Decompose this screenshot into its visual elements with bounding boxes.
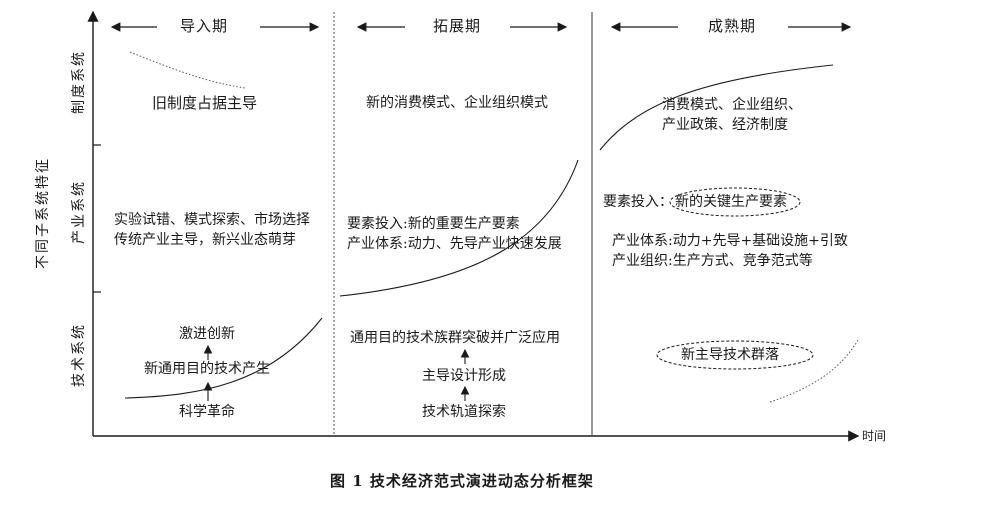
curve-industry-expansion xyxy=(339,159,579,297)
subsystem-label-institution: 制度系统 xyxy=(71,50,87,114)
intro-tech-gpt: 新通用目的技术产生 xyxy=(144,361,270,377)
ellipse-key-factor xyxy=(669,187,801,217)
intro-industry-line1: 实验试错、模式探索、市场选择 xyxy=(114,212,310,228)
mature-factor-key: 新的关键生产要素 xyxy=(675,194,787,210)
expansion-tech-trajectory: 技术轨道探索 xyxy=(422,404,506,420)
intro-industry-line2: 传统产业主导，新兴业态萌芽 xyxy=(114,232,296,248)
intro-tech-science: 科学革命 xyxy=(179,404,235,420)
figure-caption: 图 1 技术经济范式演进动态分析框架 xyxy=(330,472,594,490)
ellipse-tech-cluster xyxy=(656,340,814,370)
intro-tech-radical: 激进创新 xyxy=(179,326,235,342)
phase-label-intro: 导入期 xyxy=(180,17,229,35)
mature-institution-line1: 消费模式、企业组织、 xyxy=(662,97,802,113)
phase-label-expansion: 拓展期 xyxy=(433,17,482,35)
expansion-industry-line2: 产业体系:动力、先导产业快速发展 xyxy=(347,236,562,252)
curve-institution-mature xyxy=(599,64,834,151)
curve-tech-intro xyxy=(124,317,323,399)
x-axis-label: 时间 xyxy=(862,429,887,443)
expansion-tech-dominant-design: 主导设计形成 xyxy=(422,368,506,384)
expansion-institution-text: 新的消费模式、企业组织模式 xyxy=(366,95,548,111)
mature-factor-prefix: 要素投入： xyxy=(603,194,673,210)
mature-industry-line2: 产业组织:生产方式、竞争范式等 xyxy=(612,253,813,269)
curve-tech-mature xyxy=(769,339,859,403)
subsystem-label-industry: 产业系统 xyxy=(71,180,87,244)
expansion-tech-cluster: 通用目的技术族群突破并广泛应用 xyxy=(350,330,560,346)
y-axis-title: 不同子系统特征 xyxy=(35,157,51,269)
expansion-industry-line1: 要素投入:新的重要生产要素 xyxy=(347,216,520,232)
curve-old-institution xyxy=(129,51,246,89)
phase-label-mature: 成熟期 xyxy=(708,17,757,35)
subsystem-label-tech: 技术系统 xyxy=(71,323,87,387)
mature-tech-key: 新主导技术群落 xyxy=(681,347,779,363)
mature-industry-line1: 产业体系:动力+先导+基础设施+引致 xyxy=(612,233,848,249)
mature-institution-line2: 产业政策、经济制度 xyxy=(662,117,788,133)
intro-institution-text: 旧制度占据主导 xyxy=(152,94,258,112)
